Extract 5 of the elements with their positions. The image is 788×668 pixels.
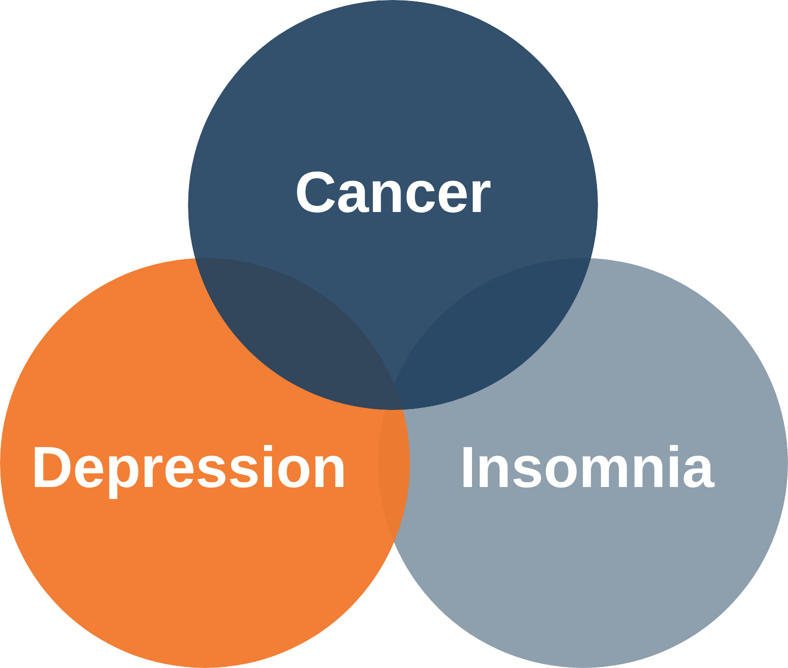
circle-label: Depression (31, 439, 347, 497)
venn-circle (0, 258, 410, 668)
circle-label: Cancer (294, 164, 492, 222)
venn-circle (188, 0, 598, 410)
circle-label: Insomnia (460, 439, 714, 497)
